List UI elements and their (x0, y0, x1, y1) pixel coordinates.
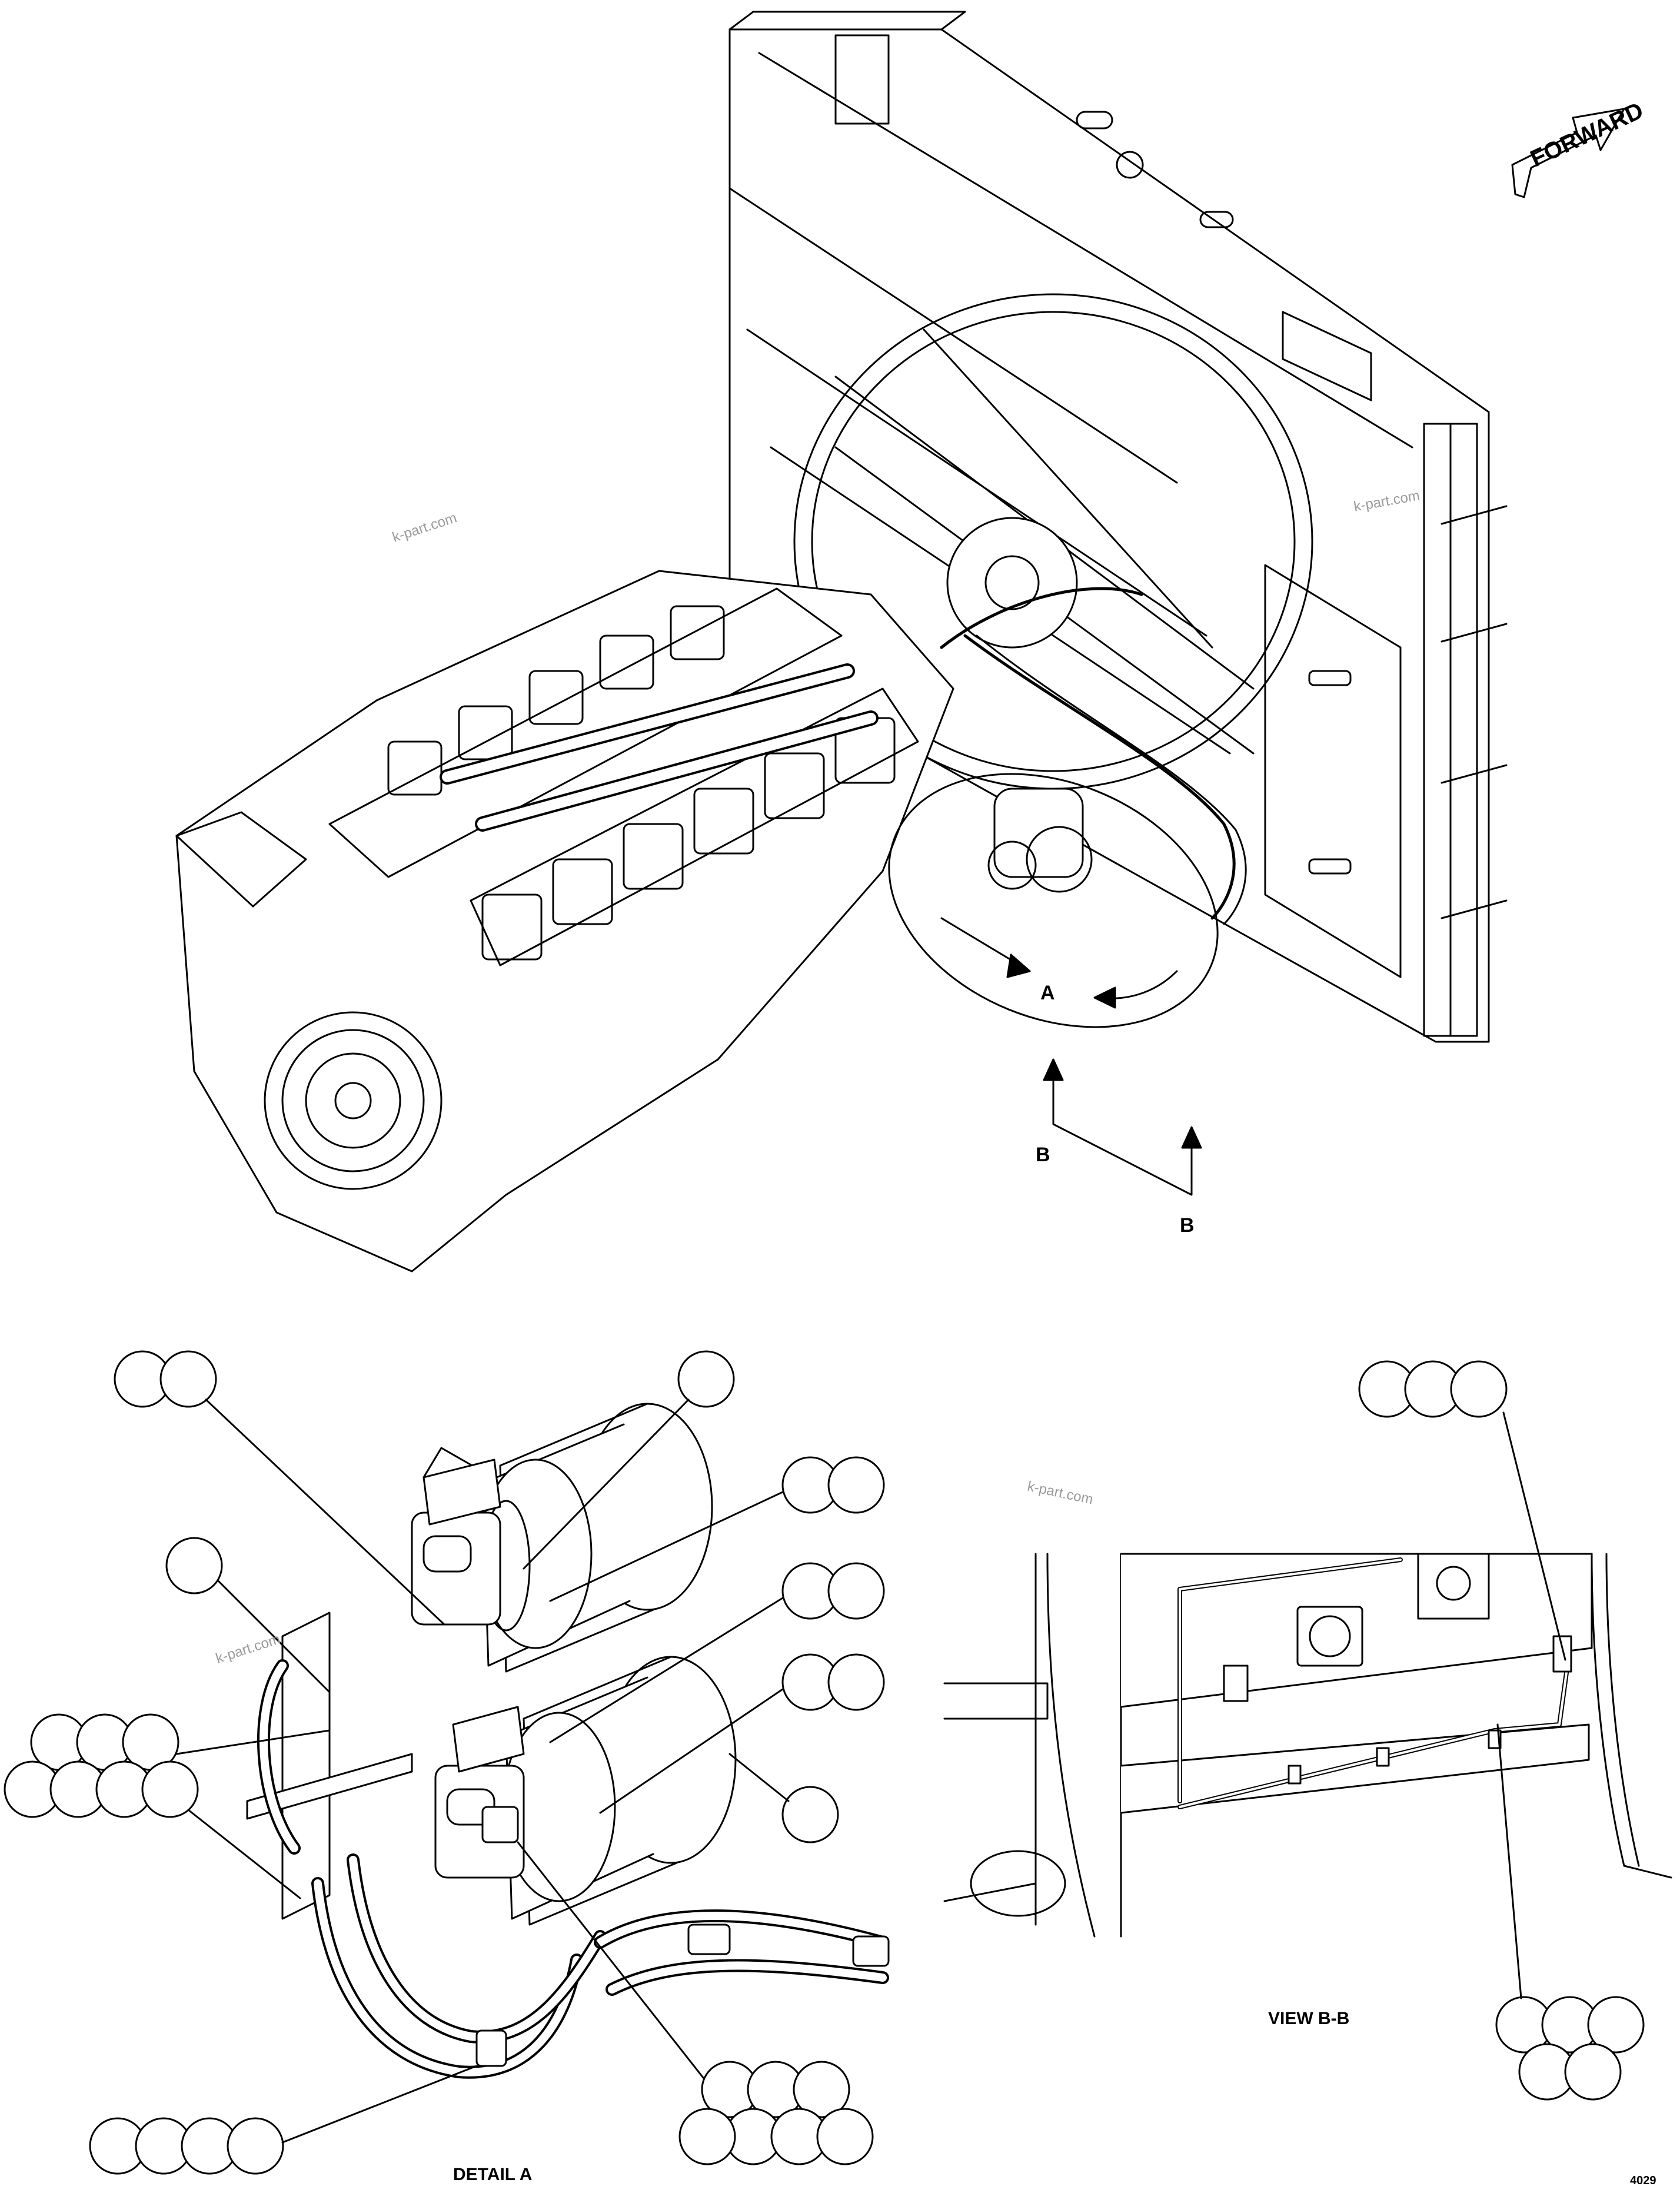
cylinder-heads (387, 605, 896, 961)
detail-callout-right-pair-2 (549, 1562, 885, 1743)
detail-callout-right-pair-3 (599, 1653, 885, 1814)
starter-lower (434, 1656, 737, 1926)
detail-callout-left-cluster (4, 1713, 331, 1899)
starter-upper (411, 1403, 713, 1673)
mounting-bracket (246, 1612, 413, 1920)
detail-a-drawing (246, 1403, 890, 2079)
view-b-b-drawing (943, 1553, 1672, 1938)
forward-arrow (1511, 108, 1625, 198)
detail-callout-bottom-left-row (89, 2065, 478, 2175)
view-callout-bottom-cluster (1495, 1723, 1645, 2101)
view-b-b-title: VIEW B-B (1268, 2009, 1350, 2028)
intake-pipes (440, 663, 879, 832)
view-callout-top-trio (1358, 1360, 1566, 1661)
flywheel-housing (264, 1011, 443, 1190)
detail-callout-top-center (523, 1350, 735, 1570)
detail-callout-right-pair-1 (549, 1456, 885, 1602)
detail-callout-left-single (165, 1537, 331, 1693)
detail-a-arrowhead-right (1093, 986, 1116, 1009)
detail-a-title: DETAIL A (453, 2165, 533, 2184)
starter-harness-routing (940, 587, 1247, 925)
sheet-number: 4029 (1630, 2174, 1656, 2187)
detail-callout-right-single (728, 1753, 839, 1843)
section-b-start-marker: B (1036, 1144, 1050, 1166)
detail-callout-top-left-pair (114, 1350, 445, 1626)
section-line-b-b (1043, 1058, 1202, 1196)
detail-a-marker: A (1040, 982, 1055, 1004)
engine-block (175, 570, 954, 1273)
radiator-assembly (728, 11, 1508, 1043)
detail-cables (257, 1659, 890, 2079)
detail-a-arrowhead-left (1006, 954, 1031, 978)
section-b-end-marker: B (1180, 1214, 1195, 1237)
detail-a-circle (888, 773, 1219, 1028)
detail-callout-bottom-right-cluster (517, 1841, 874, 2165)
